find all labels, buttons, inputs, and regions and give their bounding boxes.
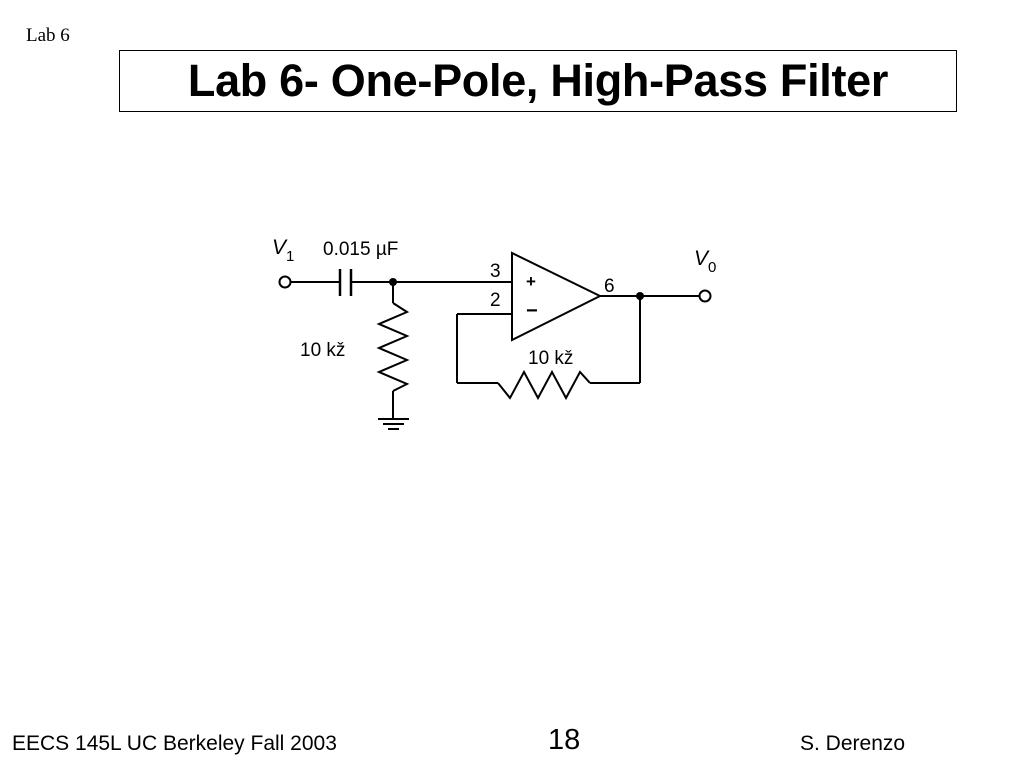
ground-symbol [378,418,409,430]
feedback-resistor-value-label: 10 kž [528,348,573,369]
output-junction-dot [636,292,644,300]
pin-2-label: 2 [490,290,501,311]
input-terminal [278,275,292,289]
ground-resistor-symbol [376,302,410,392]
output-terminal [698,289,712,303]
op-amp-symbol [511,251,603,342]
capacitor-value-label: 0.015 µF [323,239,398,260]
footer-course-label: EECS 145L UC Berkeley Fall 2003 [12,732,337,755]
slide-corner-label: Lab 6 [26,25,70,46]
slide-title: Lab 6- One-Pole, High-Pass Filter [187,55,889,106]
input-junction-dot [389,278,397,286]
slide-title-box: Lab 6- One-Pole, High-Pass Filter [119,50,957,112]
footer-author: S. Derenzo [800,732,906,755]
input-voltage-label: V1 [272,236,294,265]
output-voltage-label: V0 [694,247,716,276]
op-amp-plus-sign: + [526,272,536,291]
pin-3-label: 3 [490,261,501,282]
slide-number: 18 [548,724,581,756]
pin-6-label: 6 [604,276,615,297]
feedback-resistor-symbol [497,369,591,401]
capacitor-symbol [338,269,353,296]
op-amp-minus-sign: − [526,300,538,322]
ground-resistor-value-label: 10 kž [300,340,345,361]
